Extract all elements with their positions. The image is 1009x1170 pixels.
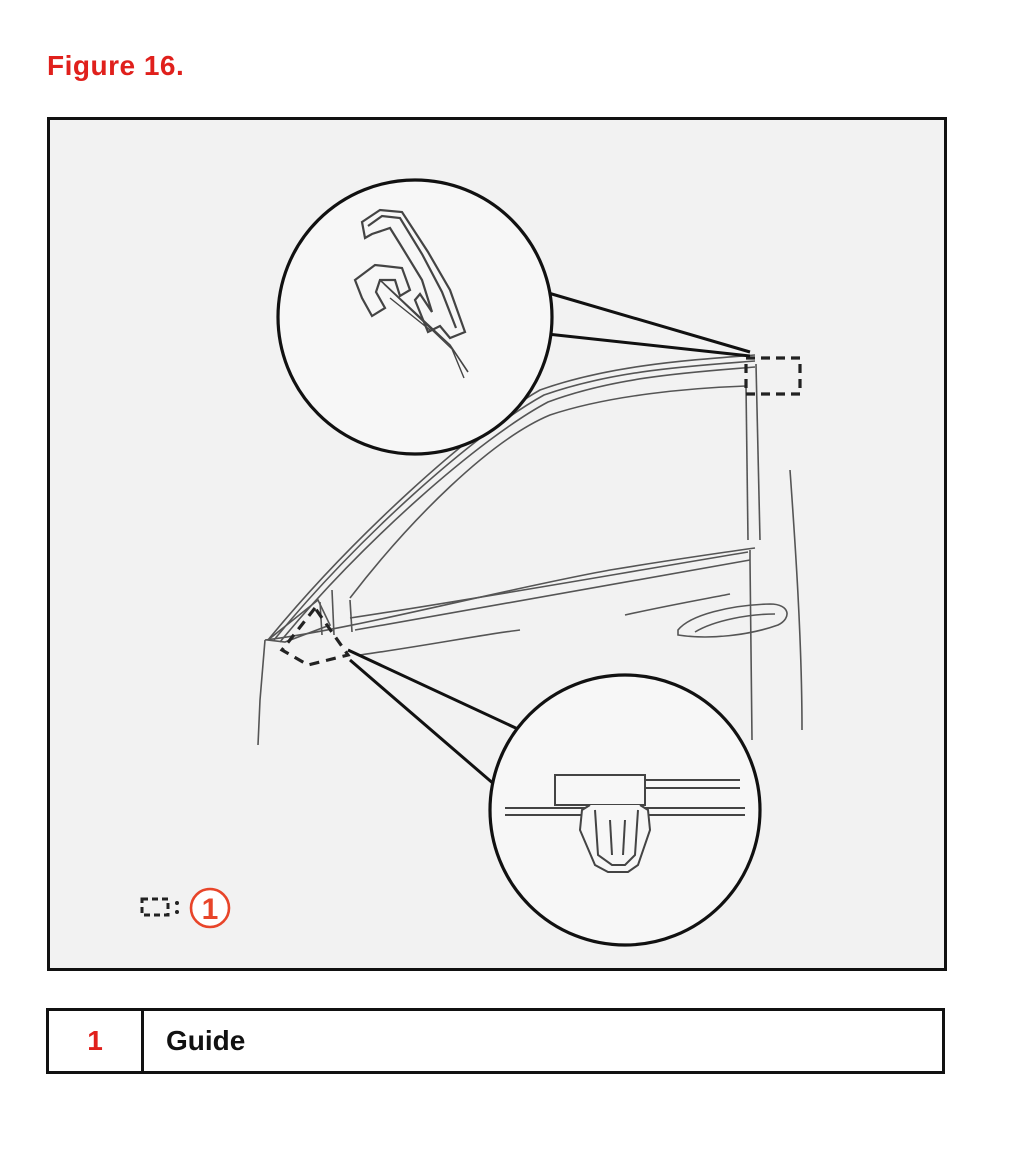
legend-label-cell: Guide — [141, 1008, 945, 1074]
dashed-box-key-icon — [140, 897, 170, 917]
callout-number: 1 — [202, 893, 219, 926]
lower-callout-leader — [347, 648, 521, 787]
door-illustration: 1 — [47, 117, 947, 971]
legend-table: 1 Guide — [46, 1008, 945, 1074]
dashed-clip-marker-lower — [279, 605, 351, 667]
upper-callout-leader — [537, 290, 751, 358]
callout-number-circle — [189, 887, 231, 929]
door-diagram-svg: 1 — [140, 178, 803, 947]
legend-key: 1 — [140, 887, 231, 929]
table-row: 1 Guide — [46, 1008, 945, 1074]
figure-title: Figure 16. — [47, 50, 185, 81]
legend-number-cell: 1 — [46, 1008, 144, 1074]
dashed-clip-marker-upper — [744, 356, 802, 396]
upper-detail-circle — [276, 178, 554, 456]
lower-detail-circle — [488, 673, 762, 947]
